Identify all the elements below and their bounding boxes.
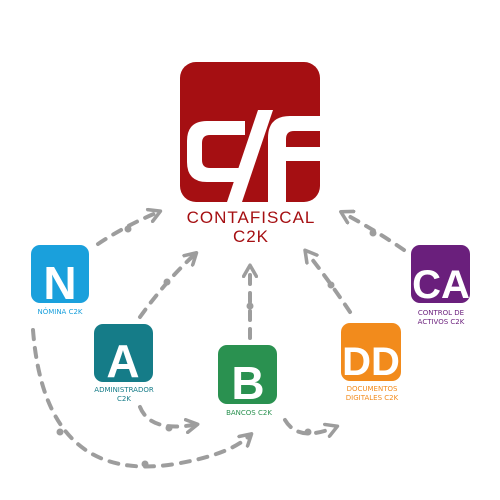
control-label-line-1: CONTROL DE xyxy=(418,309,464,317)
nomina-label: NÓMINA C2K xyxy=(37,307,82,316)
connector-dots xyxy=(56,225,377,468)
arrow-administrador-to-bancos xyxy=(138,405,193,427)
module-nomina[interactable]: N NÓMINA C2K xyxy=(31,245,89,316)
contafiscal-title: CONTAFISCAL xyxy=(187,208,316,227)
connector-dot xyxy=(165,424,173,432)
nomina-tile xyxy=(31,245,89,303)
arrow-bancos-to-documentos xyxy=(283,418,333,433)
control-tile xyxy=(411,245,470,303)
connector-dot xyxy=(246,302,254,310)
documentos-tile xyxy=(341,323,401,381)
administrador-letter: A xyxy=(106,335,139,387)
nomina-letter: N xyxy=(43,257,76,309)
connector-dot xyxy=(304,428,312,436)
connector-dot xyxy=(369,229,377,237)
module-control[interactable]: CA CONTROL DE ACTIVOS C2K xyxy=(411,245,470,326)
administrador-label-line-1: ADMINISTRADOR xyxy=(94,386,154,394)
arrow-nomina-to-bancos xyxy=(31,328,248,469)
module-bancos[interactable]: B BANCOS C2K xyxy=(218,345,277,417)
documentos-label-line-1: DOCUMENTOS xyxy=(347,385,398,393)
bancos-label: BANCOS C2K xyxy=(226,409,272,417)
bancos-tile xyxy=(218,345,277,404)
arrow-administrador-to-contafiscal xyxy=(138,256,193,319)
module-documentos[interactable]: DD DOCUMENTOS DIGITALES C2K xyxy=(341,323,401,402)
contafiscal-logo: CONTAFISCAL C2K xyxy=(180,62,320,246)
connector-dot xyxy=(124,225,132,233)
connector-dot xyxy=(141,460,149,468)
control-letter: CA xyxy=(412,263,470,307)
contafiscal-subtitle: C2K xyxy=(233,227,269,246)
administrador-tile xyxy=(94,324,153,382)
documentos-letter: DD xyxy=(342,340,400,384)
administrador-label-line-2: C2K xyxy=(117,395,131,403)
module-administrador[interactable]: A ADMINISTRADOR C2K xyxy=(94,324,154,403)
connector-dot xyxy=(56,428,64,436)
connector-dot xyxy=(163,278,171,286)
documentos-label-line-2: DIGITALES C2K xyxy=(346,394,399,402)
contafiscal-logo-mark xyxy=(187,110,320,202)
arrow-control-to-contafiscal xyxy=(345,214,406,252)
control-label-line-2: ACTIVOS C2K xyxy=(418,318,465,326)
arrow-nomina-to-contafiscal xyxy=(96,213,156,246)
connector-dot xyxy=(327,281,335,289)
bancos-letter: B xyxy=(231,357,264,409)
